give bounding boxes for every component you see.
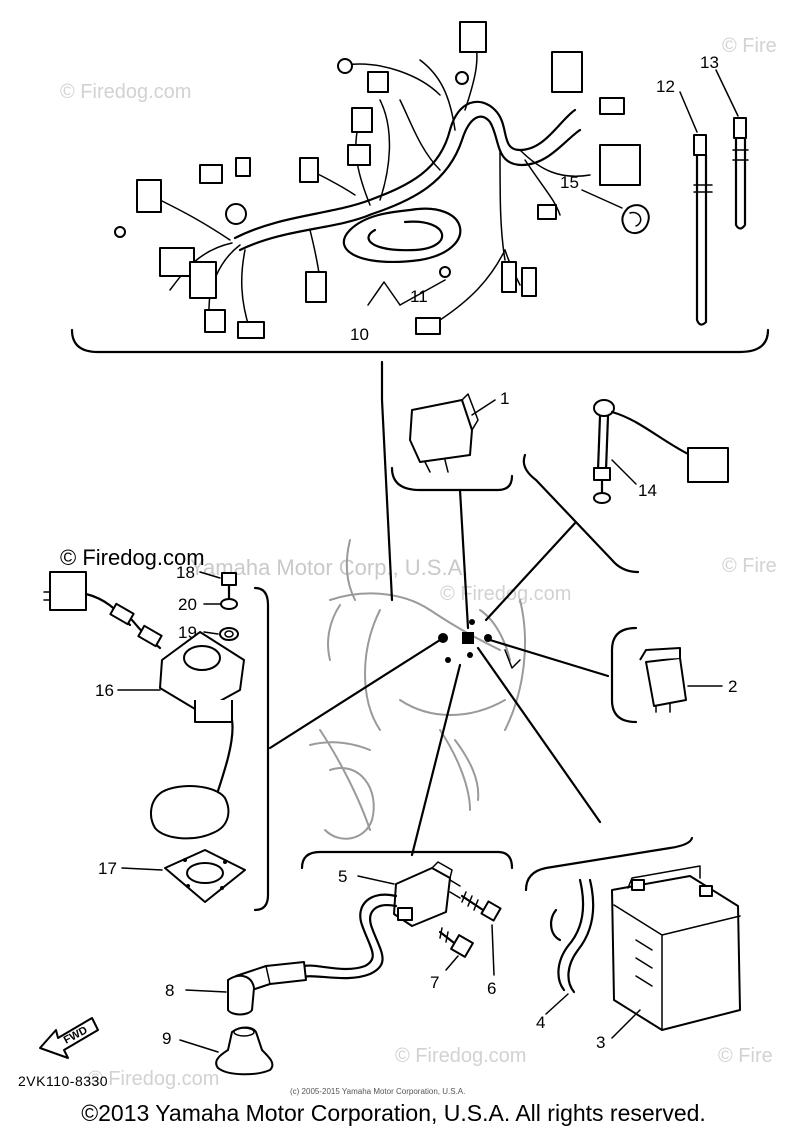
fine-print: (c) 2005-2015 Yamaha Motor Corporation, … — [290, 1087, 465, 1096]
leader-6 — [491, 924, 495, 976]
fuel-sender-16 — [43, 571, 245, 802]
starter-relay-5 — [393, 861, 461, 927]
washer-20 — [220, 598, 238, 610]
leader-10 — [367, 281, 401, 306]
callout-4: 4 — [536, 1013, 545, 1032]
callout-19: 19 — [178, 623, 197, 642]
leader-harness-to-bike — [380, 360, 394, 602]
leader-18 — [199, 571, 221, 579]
gasket-17 — [164, 849, 246, 903]
relay-2 — [639, 647, 687, 713]
watermark-firedog-left: © Firedog.com — [60, 545, 205, 570]
leader-14 — [611, 459, 637, 485]
diagram-code: 2VK110-8330 — [18, 1073, 108, 1089]
callout-8: 8 — [165, 981, 174, 1000]
leader-relay-1-to-bike — [458, 488, 470, 630]
leader-4 — [545, 993, 569, 1015]
callout-15: 15 — [560, 173, 579, 192]
leader-5 — [357, 875, 395, 885]
callout-10: 10 — [350, 325, 369, 344]
watermark-firedog-center: © Firedog.com — [440, 583, 571, 605]
leader-fuel-sender-to-bike — [268, 638, 442, 750]
leader-11 — [399, 279, 446, 306]
watermark-firedog-top-right: © Fire — [722, 35, 777, 57]
harness-group-bracket — [70, 328, 770, 354]
callout-12: 12 — [656, 77, 675, 96]
leader-1 — [471, 399, 496, 416]
watermarks: © Firedog.com © Fire Yamaha Motor Corp.,… — [60, 35, 777, 1090]
starter-relay-bracket — [300, 850, 514, 870]
fwd-arrow: FWD — [39, 1017, 99, 1059]
wire-harness — [114, 21, 641, 339]
leader-17 — [121, 867, 163, 871]
callout-labels: 1 2 3 4 5 6 7 8 9 10 11 12 13 14 15 16 1… — [95, 53, 737, 1052]
cable-tie-13 — [732, 117, 749, 230]
leader-13 — [715, 69, 739, 117]
callout-6: 6 — [487, 979, 496, 998]
callout-9: 9 — [162, 1029, 171, 1048]
leader-relay-2-to-bike — [488, 638, 610, 678]
copyright-footer: ©2013 Yamaha Motor Corporation, U.S.A. A… — [81, 1100, 706, 1126]
callout-2: 2 — [728, 677, 737, 696]
callout-16: 16 — [95, 681, 114, 700]
relay-1 — [409, 393, 479, 473]
clamp-15 — [621, 204, 650, 234]
callout-20: 20 — [178, 595, 197, 614]
leader-9 — [179, 1039, 219, 1053]
callout-17: 17 — [98, 859, 117, 878]
battery-bracket — [524, 836, 694, 892]
relay-1-bracket — [390, 466, 514, 492]
callout-5: 5 — [338, 867, 347, 886]
motorcycle-outline — [309, 539, 526, 840]
terminal-cap-8 — [227, 974, 255, 1016]
callout-3: 3 — [596, 1033, 605, 1052]
watermark-firedog-right: © Fire — [722, 555, 777, 577]
callout-7: 7 — [430, 973, 439, 992]
callout-11: 11 — [410, 287, 428, 306]
float — [149, 785, 230, 840]
breather-hose-4 — [550, 878, 595, 994]
watermark-firedog-bottom-left: © Firedog.com — [88, 1068, 219, 1090]
boot-9 — [215, 1026, 274, 1076]
sender-14 — [593, 399, 729, 504]
bolt-7 — [438, 927, 474, 958]
leader-sender-14-to-bike — [484, 520, 578, 622]
callout-14: 14 — [638, 481, 657, 500]
relay-2-bracket — [610, 626, 638, 724]
nut-19 — [219, 627, 239, 641]
callout-1: 1 — [500, 389, 509, 408]
cable-tie-12 — [693, 134, 713, 326]
bolt-6 — [460, 891, 502, 922]
battery-3 — [611, 865, 741, 1031]
leader-15 — [581, 189, 623, 209]
leader-starter-relay-to-bike — [410, 663, 462, 857]
fuel-sender-bracket — [253, 586, 270, 912]
callout-18: 18 — [176, 563, 195, 582]
callout-13: 13 — [700, 53, 719, 72]
leader-8 — [185, 989, 227, 993]
leader-19 — [203, 631, 219, 635]
watermark-firedog-top-left: © Firedog.com — [60, 81, 191, 103]
leader-7 — [445, 955, 459, 971]
watermark-firedog-bottom-right: © Fire — [718, 1045, 773, 1067]
leader-3 — [611, 1009, 641, 1039]
sender-14-bracket — [522, 453, 640, 574]
leader-battery-to-bike — [476, 646, 602, 824]
leader-12 — [679, 91, 698, 133]
watermark-firedog-bottom: © Firedog.com — [395, 1045, 526, 1067]
